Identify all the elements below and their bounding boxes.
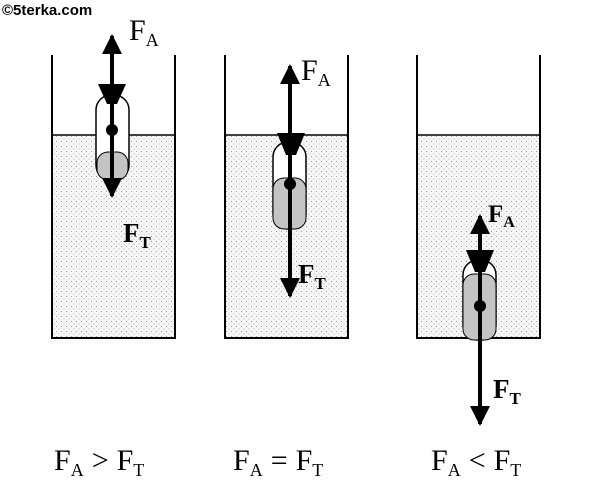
center-point-3 xyxy=(474,300,486,312)
caption-3: FA<FT xyxy=(431,444,521,480)
vessel-2 xyxy=(224,55,349,339)
center-point-1 xyxy=(106,124,118,136)
label-ft-3: FT xyxy=(493,374,522,408)
label-ft-2: FT xyxy=(298,259,327,293)
panel-3: FA FT xyxy=(416,55,541,426)
panel-2: FA FT xyxy=(224,54,349,339)
label-fa-3: FA xyxy=(488,201,515,231)
caption-1: FA>FT xyxy=(54,444,144,480)
center-point-2 xyxy=(284,178,296,190)
caption-2: FA=FT xyxy=(233,444,323,480)
watermark-text: ©5terka.com xyxy=(2,2,92,19)
panel-1: FA FT xyxy=(51,14,176,339)
label-ft-1: FT xyxy=(123,218,152,252)
vessel-1 xyxy=(51,55,176,339)
label-fa-1: FA xyxy=(129,14,159,50)
label-fa-2: FA xyxy=(301,54,331,90)
